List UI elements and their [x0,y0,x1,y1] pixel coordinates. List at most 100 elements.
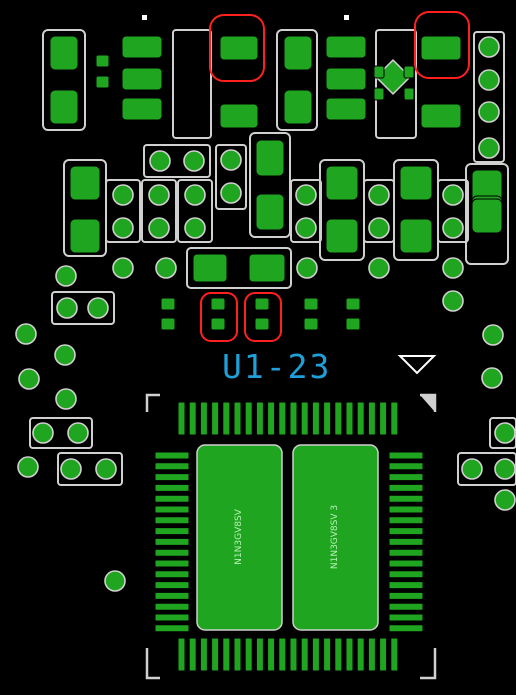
via-pad [17,456,39,478]
footprint-outline [51,291,115,325]
ic-pin [233,637,242,672]
via-pad [482,324,504,346]
via-pad [478,69,500,91]
via-pad [55,265,77,287]
ic-pin [154,581,190,590]
footprint-outline [473,31,505,163]
footprint-outline [29,417,93,449]
ic-pin [233,401,242,436]
smd-pad [325,218,359,254]
ic-pin [388,548,424,557]
smd-pad [399,218,433,254]
small-pad [303,297,319,311]
smd-pad [255,193,285,231]
ic-pin [222,637,231,672]
footprint-outline [42,29,86,131]
via-pad [220,149,242,171]
ic-pin [367,401,376,436]
ic-pin [323,637,332,672]
small-pad [373,65,385,79]
ic-pin [199,401,208,436]
ic-pin [199,637,208,672]
via-pad [494,422,516,444]
via-pad [442,184,464,206]
ic-pin [154,462,190,471]
ic-pin [154,559,190,568]
ic-pin [188,401,197,436]
ic-pin [278,637,287,672]
small-pad [345,297,361,311]
ic-pin [267,401,276,436]
smd-pad [420,103,462,129]
via-pad [148,184,170,206]
via-pad [60,458,82,480]
ic-pin [154,527,190,536]
via-pad [18,368,40,390]
via-pad [461,458,483,480]
ic-pin [323,401,332,436]
smd-pad [49,89,79,125]
footprint-outline [172,29,212,139]
small-pad [254,317,270,331]
smd-pad [325,165,359,201]
footprint-outline [143,144,211,178]
via-pad [149,150,171,172]
smd-pad [49,35,79,71]
via-pad [55,388,77,410]
via-pad [442,257,464,279]
ic-pin [388,527,424,536]
ic-pin [177,637,186,672]
smd-pad [121,97,163,121]
ic-pin [388,483,424,492]
ic-pin [334,637,343,672]
corner-bracket [420,648,437,680]
ic-pin [222,401,231,436]
via-pad [15,323,37,345]
footprint-outline [457,452,516,486]
via-pad [494,489,516,511]
ic-pin [388,559,424,568]
via-pad [148,217,170,239]
ic-pin [345,401,354,436]
ic-pin [154,483,190,492]
smd-pad [420,35,462,61]
ic-pin [300,401,309,436]
ic-pin [388,505,424,514]
footprint-outline [215,144,247,210]
smd-pad [121,35,163,59]
footprint-outline [186,247,292,289]
via-pad [112,257,134,279]
ic-pin [356,401,365,436]
via-pad [67,422,89,444]
corner-bracket [145,393,160,412]
smd-pad [471,198,503,234]
ic-pin [379,637,388,672]
exposed-pad-right [292,444,379,631]
footprint-layer [15,11,516,680]
smd-pad [325,35,367,59]
highlight-mid-small-pad-pair-right [244,292,282,342]
ic-pin [390,401,399,436]
ic-pin [300,637,309,672]
ic-pin [388,473,424,482]
ic-pin [289,401,298,436]
ic-pin [379,401,388,436]
via-pad [481,367,503,389]
smd-pad [399,165,433,201]
small-pad [95,75,110,89]
via-pad [478,137,500,159]
via-pad [54,344,76,366]
footprint-outline [276,29,318,131]
triangle-marker [397,355,437,375]
via-pad [478,101,500,123]
small-pad [373,87,385,101]
ic-pin [345,637,354,672]
via-pad [296,257,318,279]
refdes-label: U1-23 [222,347,332,386]
smd-pad [219,35,259,61]
footprint-outline [375,29,417,139]
smd-pad [325,97,367,121]
ic-pin [154,494,190,503]
ic-pin [388,624,424,633]
